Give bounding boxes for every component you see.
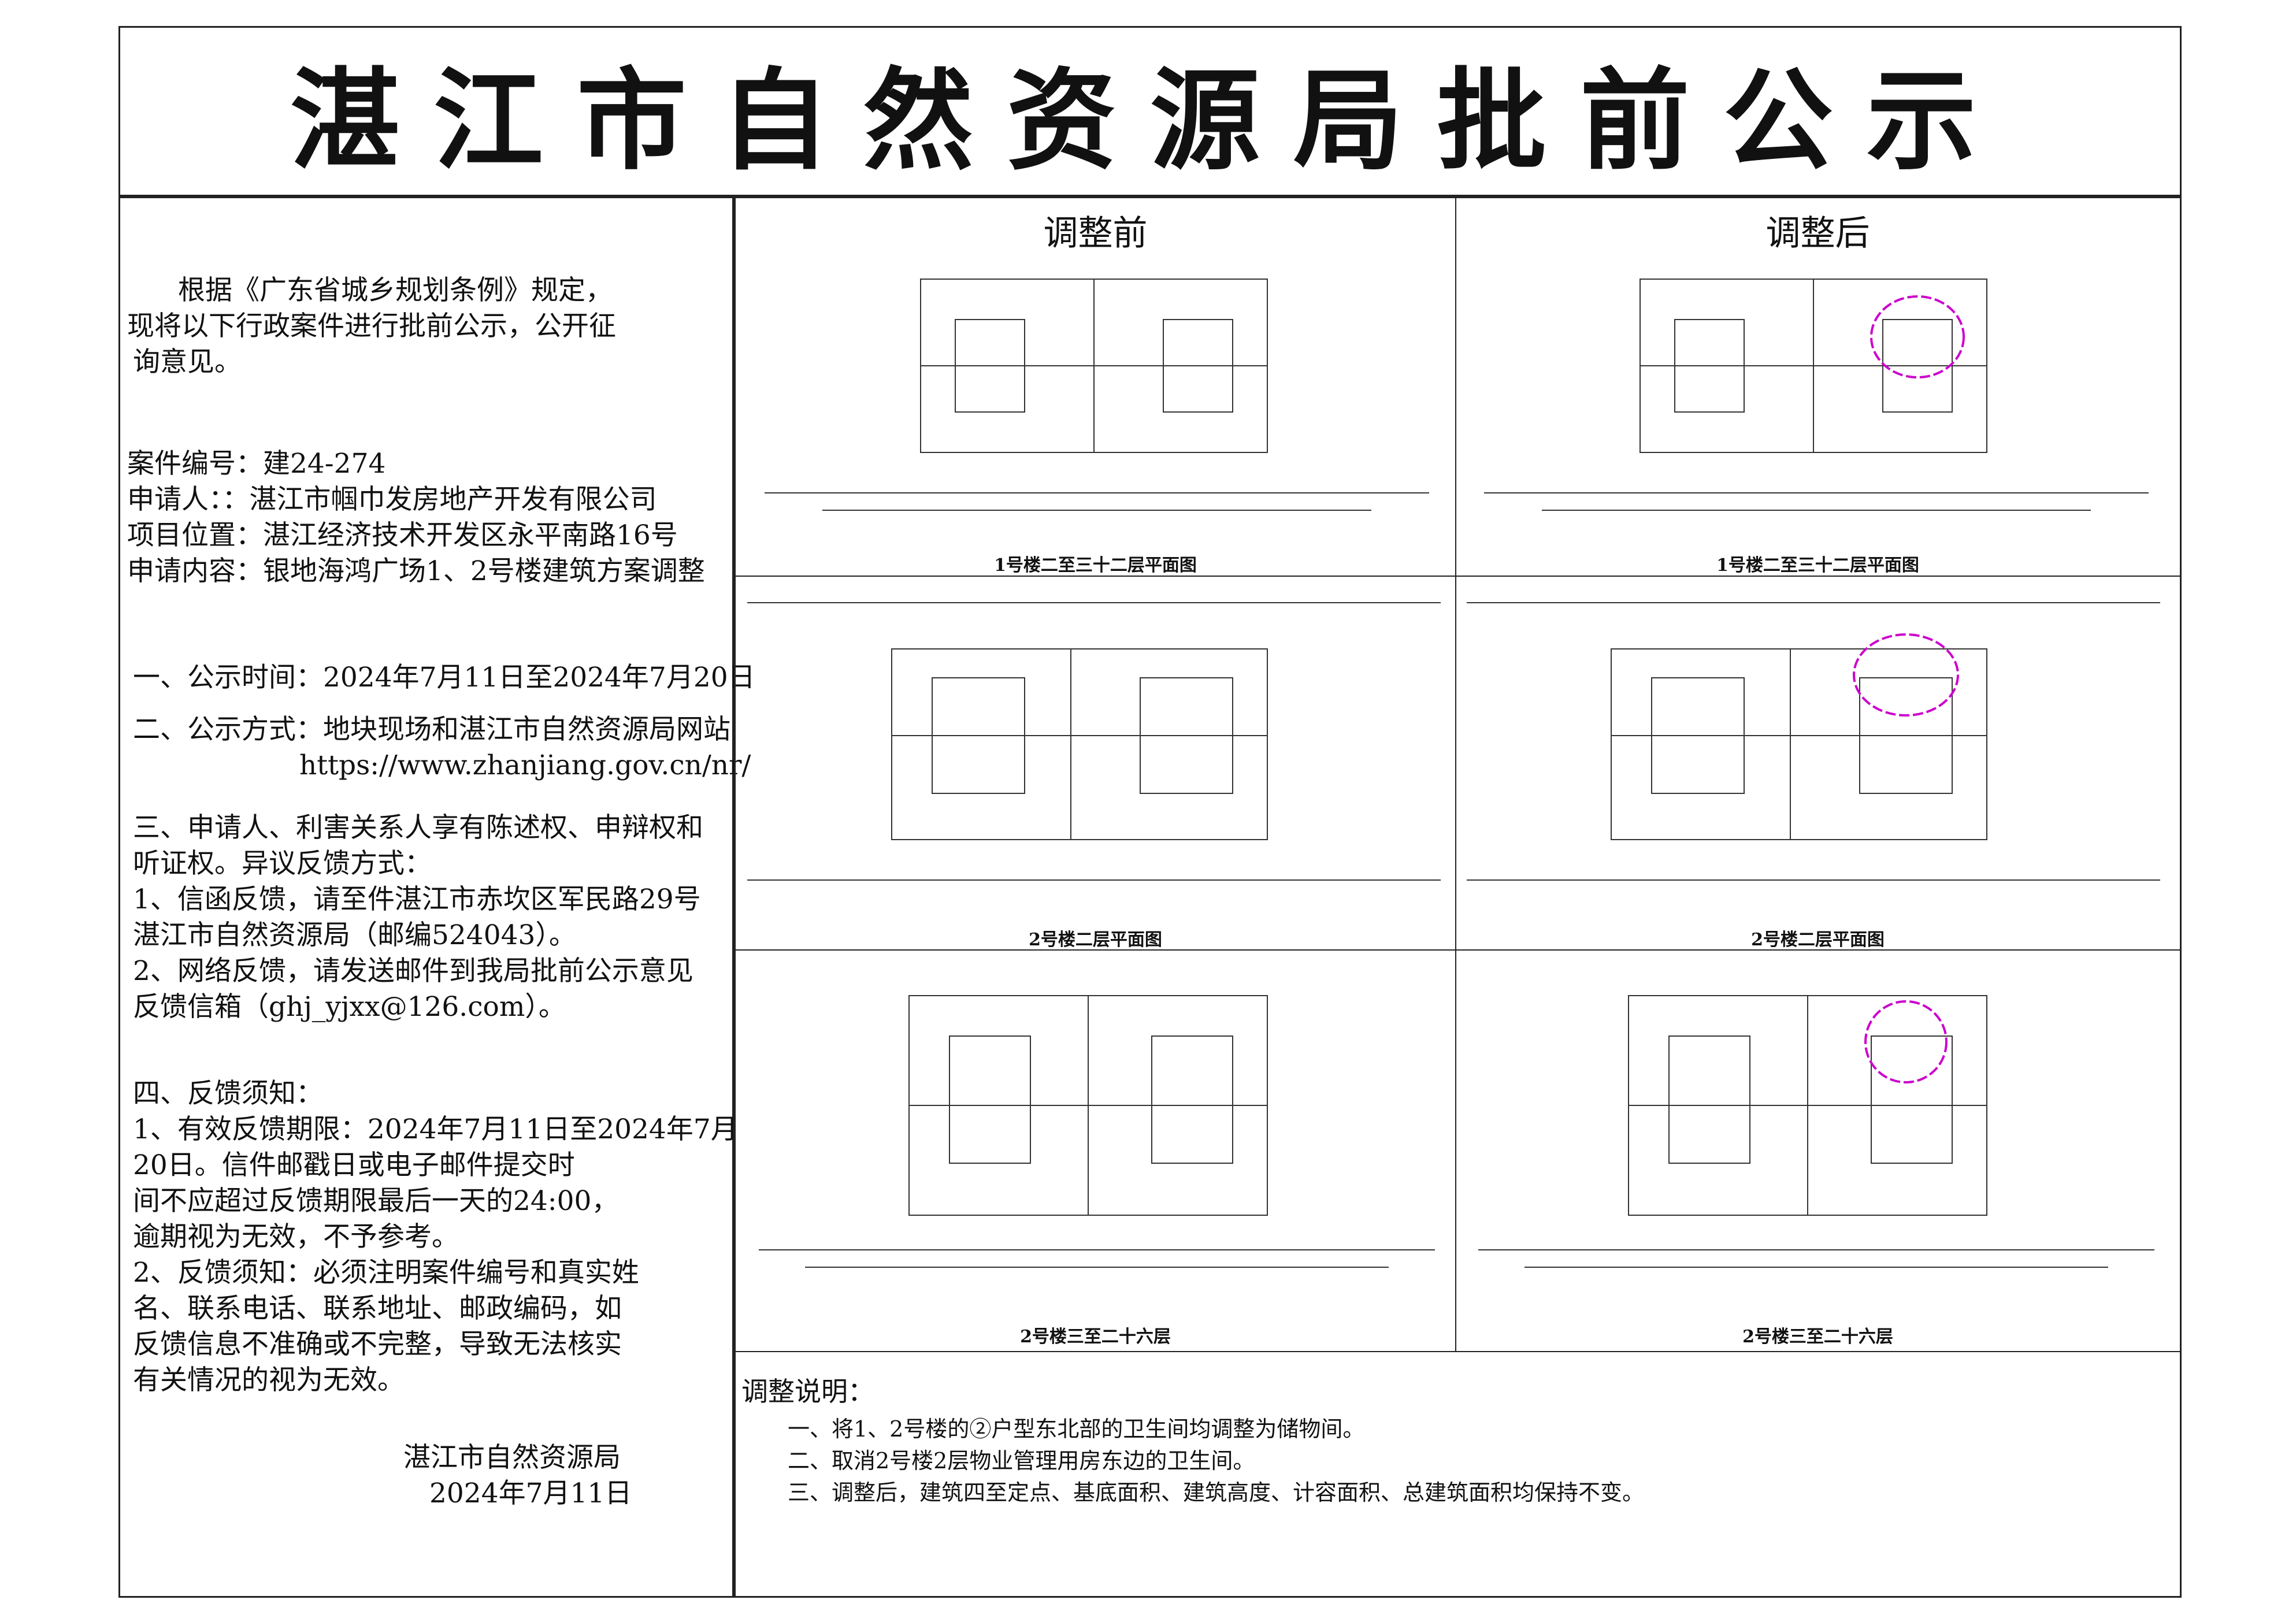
notice-line-2: 1、有效反馈期限：2024年7月11日至2024年7月 (133, 1113, 738, 1145)
column-divider (1455, 198, 1456, 1351)
notice-text-panel: 根据《广东省城乡规划条例》规定， 现将以下行政案件进行批前公示，公开征 询意见。… (118, 196, 755, 1598)
notes-title: 调整说明： (741, 1376, 874, 1407)
notice-line-9: 有关情况的视为无效。 (133, 1364, 405, 1396)
row-divider-1 (736, 576, 2180, 577)
publicity-method: 二、公示方式：地块现场和湛江市自然资源局网站 (133, 714, 730, 745)
intro-line-3: 询意见。 (133, 346, 242, 378)
notice-title: 湛江市自然资源局批前公示 (118, 26, 2182, 196)
caption-1-after: 1号楼二至三十二层平面图 (1716, 555, 1919, 576)
signature: 湛江市自然资源局 (403, 1442, 621, 1473)
caption-2-after: 2号楼二层平面图 (1751, 930, 1885, 950)
plan-3-after (1478, 995, 2154, 1268)
note-3: 三、调整后，建筑四至定点、基底面积、建筑高度、计容面积、总建筑面积均保持不变。 (788, 1480, 1645, 1505)
row-divider-3 (736, 1351, 2180, 1352)
caption-3-after: 2号楼三至二十六层 (1742, 1327, 1893, 1347)
case-number: 案件编号：建24-274 (127, 448, 386, 480)
rights-line-5: 2、网络反馈，请发送邮件到我局批前公示意见 (133, 955, 693, 987)
notice-line-6: 2、反馈须知：必须注明案件编号和真实姓 (133, 1257, 639, 1289)
after-header: 调整后 (1765, 213, 1870, 254)
note-1: 一、将1、2号楼的②户型东北部的卫生间均调整为储物间。 (788, 1416, 1365, 1442)
website-link[interactable]: https://www.zhanjiang.gov.cn/nr/ (299, 749, 751, 781)
notice-line-5: 逾期视为无效，不予参考。 (133, 1221, 459, 1253)
publicity-period: 一、公示时间：2024年7月11日至2024年7月20日 (133, 662, 755, 693)
plan-1-before (765, 279, 1429, 511)
rights-line-6: 反馈信箱（ghj_yjxx@126.com）。 (133, 991, 566, 1023)
caption-2-before: 2号楼二层平面图 (1029, 930, 1162, 950)
drawings-panel: 调整前 调整后 1号楼二至三十二层平面图 1号楼二至三十二层平面图 (734, 196, 2182, 1598)
caption-3-before: 2号楼三至二十六层 (1020, 1327, 1171, 1347)
plan-2-after (1467, 602, 2160, 881)
before-header: 调整前 (1043, 213, 1148, 254)
plan-2-before (747, 602, 1441, 881)
plan-1-after (1484, 279, 2149, 511)
rights-line-2: 听证权。异议反馈方式： (133, 848, 432, 879)
caption-1-before: 1号楼二至三十二层平面图 (994, 555, 1197, 576)
notice-line-1: 四、反馈须知： (133, 1078, 323, 1109)
rights-line-3: 1、信函反馈，请至件湛江市赤坎区军民路29号 (133, 884, 701, 915)
note-2: 二、取消2号楼2层物业管理用房东边的卫生间。 (788, 1448, 1255, 1473)
plan-3-before (759, 995, 1435, 1268)
project-location: 项目位置：湛江经济技术开发区永平南路16号 (127, 519, 678, 551)
intro-line-2: 现将以下行政案件进行批前公示，公开征 (127, 310, 616, 342)
signature-date: 2024年7月11日 (429, 1478, 632, 1509)
notice-line-4: 间不应超过反馈期限最后一天的24:00， (133, 1185, 619, 1217)
applicant: 申请人：：湛江市帼巾发房地产开发有限公司 (127, 484, 657, 515)
notice-line-7: 名、联系电话、联系地址、邮政编码，如 (133, 1293, 622, 1324)
rights-line-4: 湛江市自然资源局（邮编524043）。 (133, 919, 576, 951)
rights-line-1: 三、申请人、利害关系人享有陈述权、申辩权和 (133, 812, 703, 844)
application-content: 申请内容：银地海鸿广场1、2号楼建筑方案调整 (127, 555, 705, 587)
notice-line-3: 20日。信件邮戳日或电子邮件提交时 (133, 1149, 575, 1181)
row-divider-2 (736, 949, 2180, 951)
notice-line-8: 反馈信息不准确或不完整，导致无法核实 (133, 1328, 622, 1360)
intro-line-1: 根据《广东省城乡规划条例》规定， (178, 274, 613, 306)
